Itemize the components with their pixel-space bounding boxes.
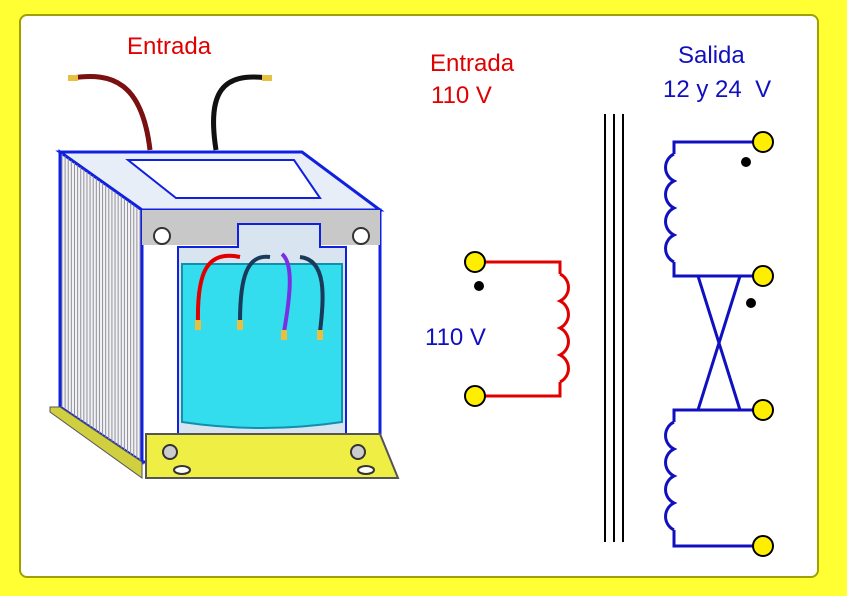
secondary-terminal-1-icon <box>752 131 774 153</box>
schematic-input-voltage-top: 110 V <box>431 82 492 109</box>
secondary-terminal-2-icon <box>752 265 774 287</box>
secondary-terminal-4-icon <box>752 535 774 557</box>
lead-tip-right <box>262 75 272 81</box>
primary-polarity-dot-icon <box>474 281 484 291</box>
secondary-lower-polarity-dot-icon <box>746 298 756 308</box>
coil-lead-purple <box>280 252 292 333</box>
schematic-input-title: Entrada <box>430 50 515 77</box>
output-voltage: 12 y 24 V <box>663 76 772 103</box>
primary-coil-icon <box>475 260 570 398</box>
transformer-schematic <box>464 114 774 557</box>
core-top-window <box>125 159 322 199</box>
coil-lead-dark <box>238 254 271 323</box>
primary-terminal-bottom-icon <box>464 385 486 407</box>
bracket-side <box>49 406 143 479</box>
secondary-coil-lower-icon <box>664 408 762 548</box>
transformer-diagram <box>49 74 774 557</box>
photo-input-label: Entrada <box>127 33 212 60</box>
bracket-front <box>145 433 400 479</box>
bolt-left <box>162 444 178 460</box>
mounting-hole-right <box>352 227 370 245</box>
output-title: Salida <box>678 42 745 69</box>
mounting-hole-left <box>153 227 171 245</box>
primary-terminal-top-icon <box>464 251 486 273</box>
secondary-upper-polarity-dot-icon <box>741 157 751 167</box>
diagram-panel: Entrada Entrada 110 V 110 V Salida 12 y … <box>19 14 819 578</box>
coil-body <box>181 263 343 429</box>
secondary-coil-upper-icon <box>664 140 762 278</box>
black-lead-wire <box>211 74 269 151</box>
bolt-right <box>350 444 366 460</box>
secondary-terminal-3-icon <box>752 399 774 421</box>
transformer-illustration <box>49 74 400 479</box>
coil-lead-red <box>195 253 241 323</box>
lead-tip-left <box>68 75 78 81</box>
schematic-input-voltage-side: 110 V <box>425 324 486 351</box>
coil-lead-navy <box>299 255 325 333</box>
crossover-line-b <box>696 275 742 411</box>
red-lead-wire <box>71 74 153 151</box>
